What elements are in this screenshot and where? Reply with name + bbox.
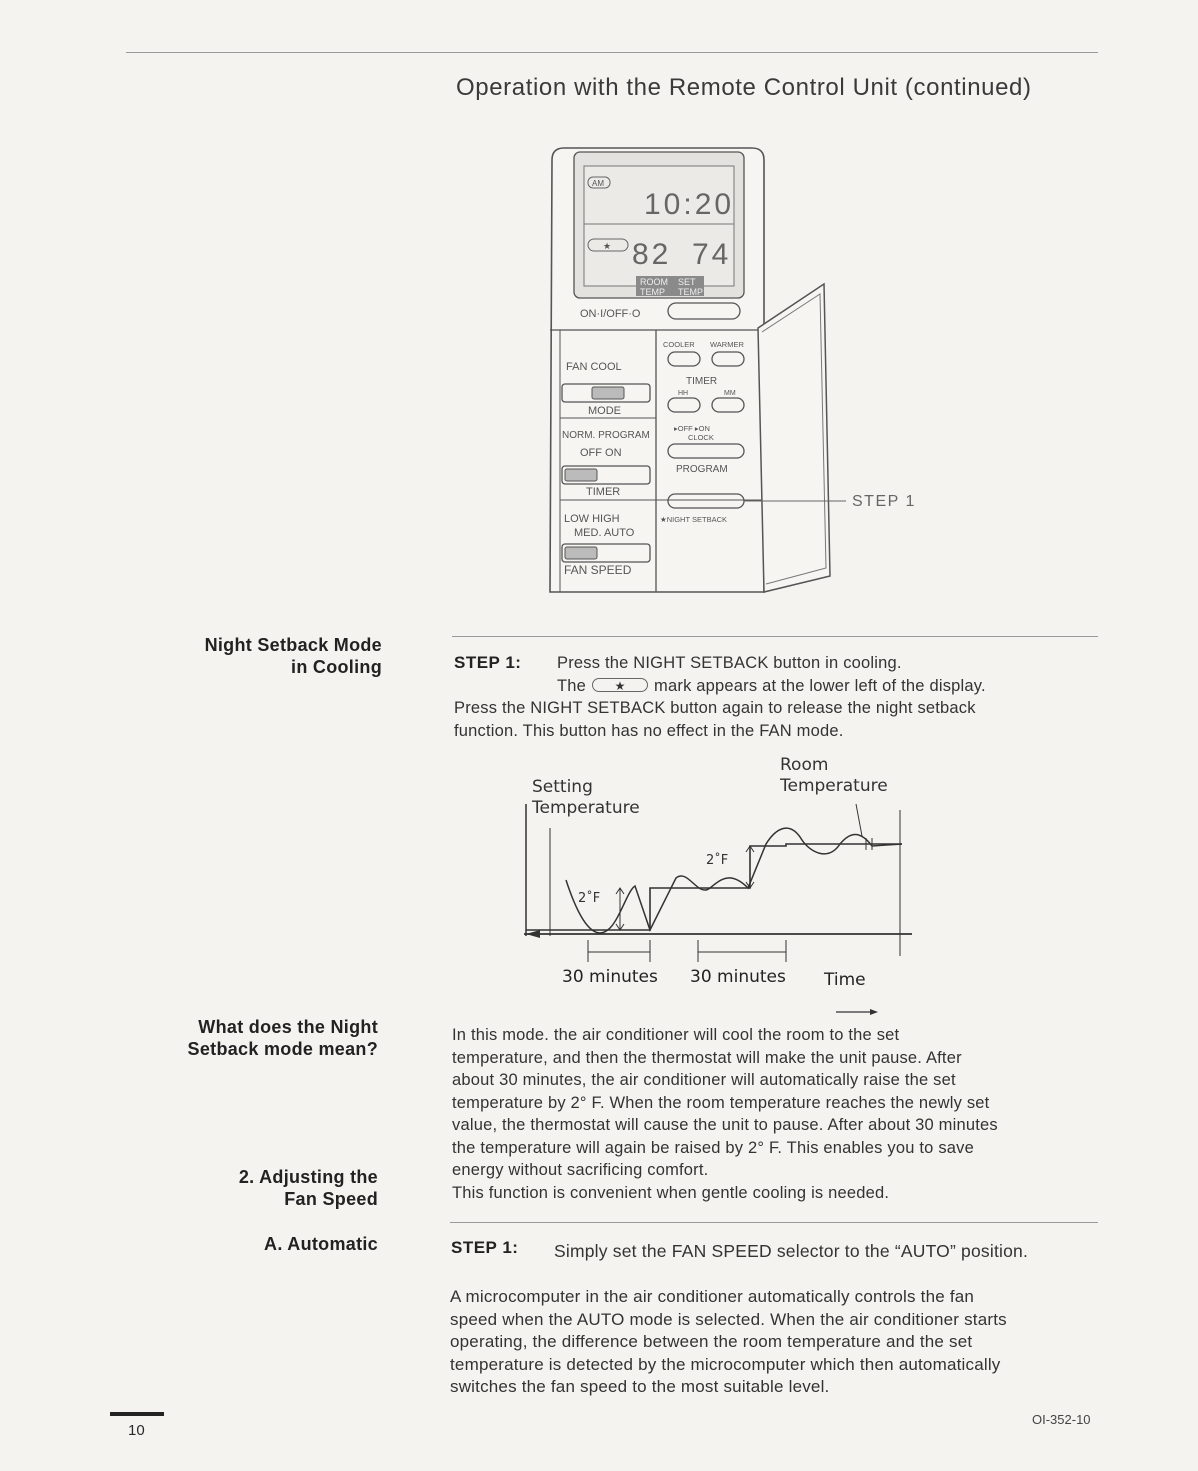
graph-step-label-2: 2˚F — [706, 852, 728, 868]
timer-options-label-2: OFF ON — [580, 447, 622, 459]
night-setback-graph-drawing: Room Temperature Setting Temperature 2˚F… — [524, 755, 912, 1015]
night-setback-star: ★ — [614, 679, 626, 693]
page-number-rule — [110, 1412, 164, 1416]
timer-selector[interactable] — [561, 465, 651, 485]
graph-room-temp-label-1: Room — [780, 755, 828, 775]
fan-speed-heading-line1: 2. Adjusting the — [238, 1167, 378, 1187]
graph-setting-temp-label-2: Temperature — [531, 798, 640, 818]
lcd-clock: 10:20 — [644, 188, 734, 221]
meaning-line: about 30 minutes, the air conditioner wi… — [452, 1071, 956, 1089]
fan-options-label-1: LOW HIGH — [564, 513, 620, 525]
meaning-line: energy without sacrificing comfort. — [452, 1161, 709, 1179]
mm-label: MM — [724, 390, 736, 397]
fan-speed-paragraph: A microcomputer in the air conditioner a… — [450, 1286, 1007, 1399]
fan-speed-label: FAN SPEED — [564, 563, 632, 577]
meaning-heading: What does the Night Setback mode mean? — [118, 1016, 378, 1060]
mode-selector[interactable] — [561, 383, 651, 403]
graph-setting-temp-label-1: Setting — [532, 777, 593, 797]
graph-interval-1: 30 minutes — [562, 967, 658, 987]
program-button[interactable] — [667, 443, 745, 459]
top-rule — [126, 52, 1098, 53]
meaning-heading-line1: What does the Night — [198, 1017, 378, 1037]
night-setback-heading-line1: Night Setback Mode — [204, 635, 382, 655]
fan-options-label-2: MED. AUTO — [574, 527, 635, 539]
graph-room-temp-label-2: Temperature — [779, 776, 888, 796]
fan-speed-heading: 2. Adjusting the Fan Speed — [118, 1166, 378, 1210]
mode-label: MODE — [588, 405, 621, 417]
fan-speed-selector[interactable] — [561, 543, 651, 563]
on-off-button[interactable] — [667, 302, 741, 320]
lcd-set-temp-label-1: SET — [678, 277, 696, 287]
remote-control-illustration: AM 10:20 ★ 82 74 ROOM TEMP SET TEMP ON·I… — [540, 140, 940, 610]
night-setback-mark-icon: ★ — [592, 678, 649, 693]
fan-speed-step-text: Simply set the FAN SPEED selector to the… — [554, 1241, 1029, 1261]
mark-prefix: The — [557, 677, 587, 695]
meaning-line: temperature, and then the thermostat wil… — [452, 1048, 962, 1067]
graph-interval-2: 30 minutes — [690, 967, 786, 987]
cooler-label: COOLER — [663, 340, 695, 349]
fan-speed-heading-line2: Fan Speed — [284, 1189, 378, 1209]
illustration-rule — [452, 636, 1098, 637]
night-setback-heading-line2: in Cooling — [291, 657, 382, 677]
off-on-clock-label: ▸OFF ▸ON — [674, 424, 710, 433]
lcd-room-temp-label-1: ROOM — [640, 277, 668, 287]
fan-speed-line: speed when the AUTO mode is selected. Wh… — [450, 1309, 1007, 1329]
lcd-room-temp: 82 — [632, 238, 671, 271]
remote-control-drawing: AM 10:20 ★ 82 74 ROOM TEMP SET TEMP ON·I… — [549, 147, 916, 593]
fan-speed-rule — [450, 1222, 1098, 1223]
lcd-set-temp: 74 — [692, 238, 731, 271]
document-code: OI-352-10 — [1032, 1412, 1091, 1427]
night-setback-para-line2: function. This button has no effect in t… — [454, 721, 844, 740]
mark-suffix: mark appears at the lower left of the di… — [654, 677, 986, 695]
step-1-callout: STEP 1 — [852, 493, 916, 510]
night-setback-label: ★NIGHT SETBACK — [660, 515, 727, 524]
night-setback-step-text: Press the NIGHT SETBACK button in coolin… — [557, 654, 902, 672]
night-setback-graph: Room Temperature Setting Temperature 2˚F… — [510, 748, 930, 1018]
meaning-paragraph: In this mode. the air conditioner will c… — [452, 1024, 998, 1204]
lcd-set-temp-label-2: TEMP — [678, 287, 703, 297]
fan-speed-line: operating, the difference between the ro… — [450, 1332, 973, 1351]
mm-button[interactable] — [711, 397, 745, 413]
timer-label: TIMER — [586, 486, 620, 498]
fan-speed-step-label: STEP 1: — [451, 1238, 519, 1257]
right-timer-label: TIMER — [686, 376, 717, 387]
mode-options-label: FAN COOL — [566, 361, 622, 373]
hh-label: HH — [678, 390, 688, 397]
night-setback-heading: Night Setback Mode in Cooling — [122, 634, 382, 678]
program-label: PROGRAM — [676, 464, 728, 475]
clock-label: CLOCK — [688, 433, 714, 442]
meaning-heading-line2: Setback mode mean? — [187, 1039, 378, 1059]
timer-options-label-1: NORM. PROGRAM — [562, 430, 650, 441]
meaning-line: In this mode. the air conditioner will c… — [452, 1026, 900, 1044]
page-number: 10 — [128, 1422, 145, 1439]
fan-speed-line: temperature is detected by the microcomp… — [450, 1354, 1001, 1374]
on-off-label: ON·I/OFF·O — [580, 308, 641, 320]
lcd-star-mark: ★ — [603, 241, 611, 251]
cooler-button[interactable] — [667, 351, 701, 367]
lcd-room-temp-label-2: TEMP — [640, 287, 665, 297]
meaning-line: temperature by 2° F. When the room tempe… — [452, 1093, 990, 1112]
night-setback-mark-line: The ★ mark appears at the lower left of th… — [557, 675, 986, 698]
warmer-button[interactable] — [711, 351, 745, 367]
night-setback-step-label: STEP 1: — [454, 653, 522, 672]
lcd-am-label: AM — [592, 179, 604, 188]
night-setback-para-line1: Press the NIGHT SETBACK button again to … — [454, 699, 976, 717]
page-title: Operation with the Remote Control Unit (… — [456, 74, 1032, 101]
night-setback-paragraph: Press the NIGHT SETBACK button again to … — [454, 697, 976, 742]
fan-speed-line: switches the fan speed to the most suita… — [450, 1377, 830, 1396]
meaning-line: This function is convenient when gentle … — [452, 1183, 890, 1202]
meaning-line: the temperature will again be raised by … — [452, 1138, 974, 1157]
hh-button[interactable] — [667, 397, 701, 413]
graph-step-label-1: 2˚F — [578, 890, 600, 906]
meaning-line: value, the thermostat will cause the uni… — [452, 1116, 998, 1134]
graph-time-label: Time — [823, 970, 866, 990]
automatic-subheading: A. Automatic — [264, 1234, 378, 1254]
fan-speed-line: A microcomputer in the air conditioner a… — [450, 1287, 975, 1306]
warmer-label: WARMER — [710, 340, 744, 349]
